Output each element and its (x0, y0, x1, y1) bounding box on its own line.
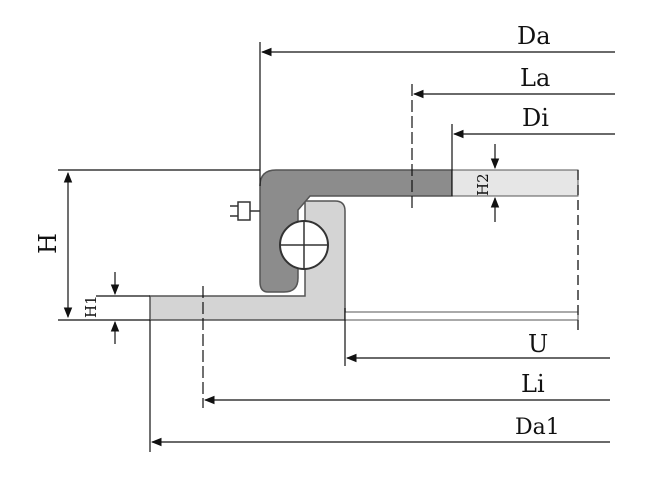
label-Da1: Da1 (515, 415, 560, 440)
label-Di: Di (522, 104, 549, 132)
outer-ring (259, 169, 453, 293)
lubrication-nipple-icon (230, 201, 260, 221)
label-H: H (34, 233, 62, 254)
label-U: U (528, 330, 548, 358)
upper-flange-strip (451, 169, 579, 197)
label-H1: H1 (82, 295, 100, 318)
label-H2: H2 (474, 173, 492, 196)
lower-flange-strip (344, 311, 579, 321)
label-La: La (520, 64, 550, 92)
label-Li: Li (521, 370, 545, 398)
label-Da: Da (517, 22, 551, 50)
